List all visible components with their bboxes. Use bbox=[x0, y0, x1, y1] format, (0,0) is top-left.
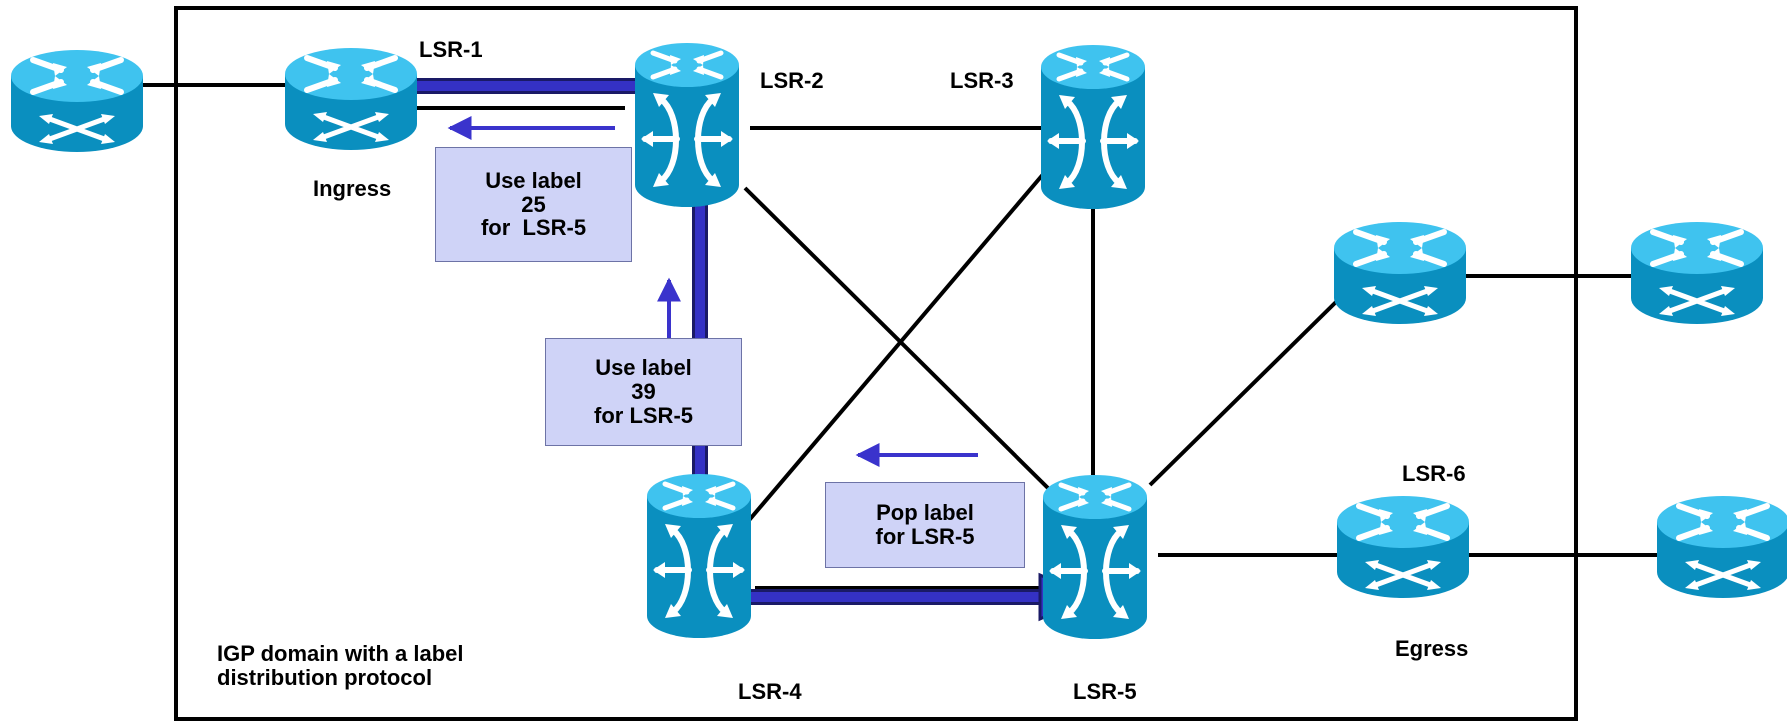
domain-label-line2: distribution protocol bbox=[217, 665, 433, 691]
egress-label: Egress bbox=[1395, 636, 1469, 661]
domain-label: IGP domain with a label distribution pro… bbox=[217, 641, 464, 691]
domain-label-line1: IGP domain with a label bbox=[217, 641, 464, 666]
lsr2-label: LSR-2 bbox=[760, 68, 824, 93]
link-lsr5-upper-right bbox=[1148, 298, 1340, 487]
router-icon bbox=[1337, 496, 1469, 598]
router-icon bbox=[285, 48, 417, 150]
callout-lsr2-line1: Use label bbox=[485, 167, 582, 193]
callout-lsr5: Pop label for LSR-5 bbox=[825, 482, 1025, 568]
lsr5-label: LSR-5 bbox=[1073, 679, 1137, 704]
label-switch-router-icon bbox=[635, 43, 739, 207]
links bbox=[138, 83, 1657, 590]
lsr6-label: LSR-6 bbox=[1402, 461, 1466, 486]
callout-lsr4: Use label 39 for LSR-5 bbox=[545, 338, 742, 446]
callout-lsr4-line3: for LSR-5 bbox=[594, 402, 693, 428]
callout-lsr5-line1: Pop label bbox=[876, 500, 974, 526]
callout-lsr4-line1: Use label bbox=[595, 355, 692, 381]
ingress-label: Ingress bbox=[313, 176, 392, 201]
igp-domain-border bbox=[174, 6, 1578, 721]
label-switch-router-icon bbox=[1041, 45, 1145, 209]
callout-lsr2-line2: 25 bbox=[521, 191, 546, 217]
label-switch-router-icon bbox=[1043, 475, 1147, 639]
lsr4-label: LSR-4 bbox=[738, 679, 802, 704]
callout-lsr5-line2: for LSR-5 bbox=[875, 524, 975, 549]
router-icon bbox=[1631, 222, 1763, 324]
lsr1-label: LSR-1 bbox=[419, 37, 483, 62]
callout-lsr2: Use label 25 for LSR-5 bbox=[435, 147, 632, 262]
callout-lsr2-line3: for LSR-5 bbox=[480, 215, 587, 241]
callout-lsr4-line2: 39 bbox=[631, 379, 656, 405]
router-icon bbox=[1657, 496, 1787, 598]
router-icon bbox=[1334, 222, 1466, 324]
link-lsr3-lsr4 bbox=[743, 170, 1047, 527]
label-switch-router-icon bbox=[647, 474, 751, 638]
lsr3-label: LSR-3 bbox=[950, 68, 1014, 93]
router-icon bbox=[11, 50, 143, 152]
